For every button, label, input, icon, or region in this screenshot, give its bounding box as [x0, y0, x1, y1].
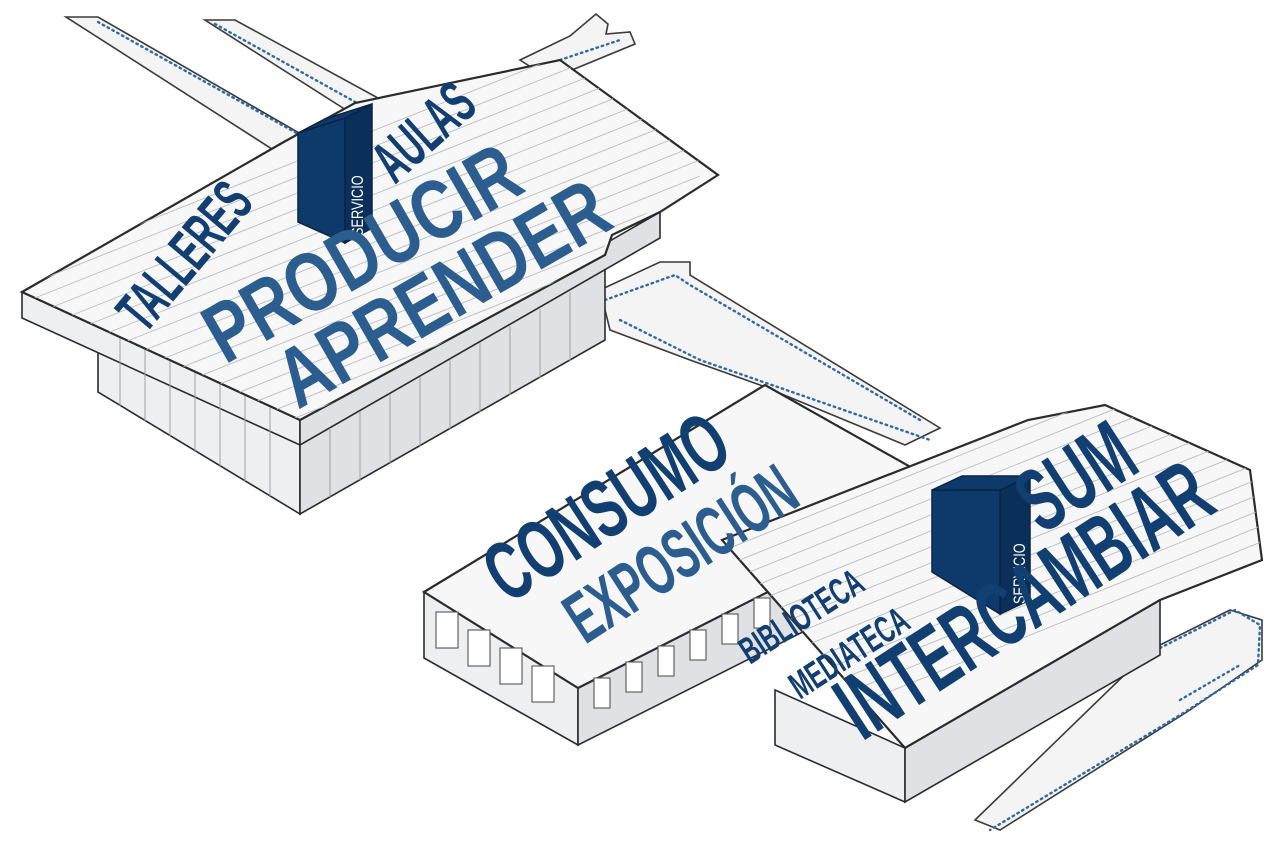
- walkway-south-east: [973, 609, 1263, 831]
- building-producir-aprender: [19, 58, 720, 516]
- service-block-a-top: [297, 103, 373, 134]
- label-servicio-a: SERVICIO: [348, 175, 367, 236]
- walkways: [63, 12, 1263, 832]
- label-servicio-c: SERVICIO: [1010, 543, 1029, 604]
- service-block-c-top: [931, 475, 1031, 491]
- walkway-north-west: [63, 16, 322, 159]
